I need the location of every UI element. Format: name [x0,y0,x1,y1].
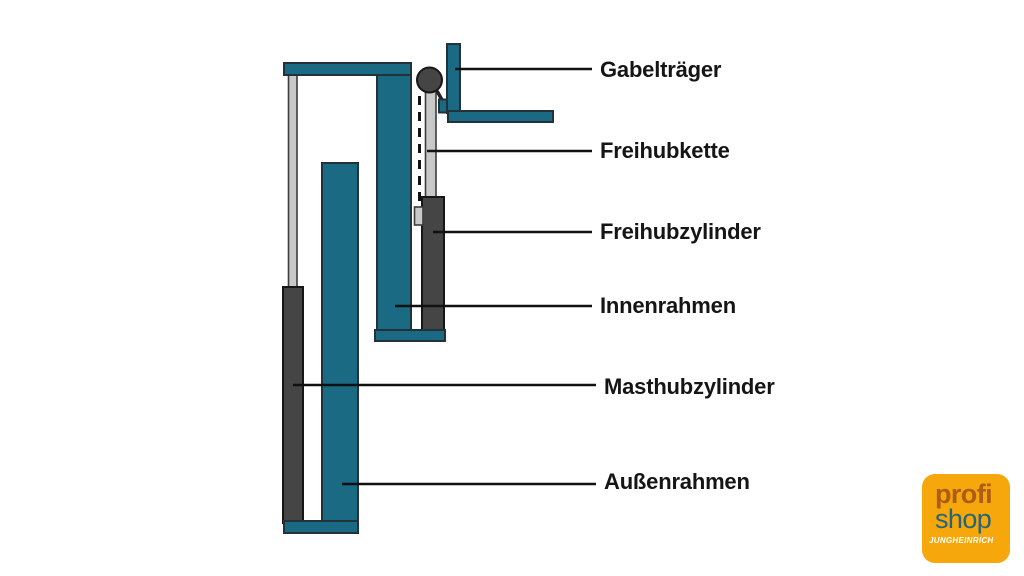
jungheinrich-profishop-logo: profi shop JUNGHEINRICH [922,474,1010,563]
outer-frame-base-shape [283,520,359,534]
mast-lift-cylinder-rod-shape [287,73,298,289]
mast-lift-cylinder-body-shape [282,286,304,524]
inner-frame-base-shape [374,329,446,342]
inner-frame-crossbar-shape [283,62,412,76]
outer-frame-column-shape [321,162,359,524]
jungheinrich-wordmark: JUNGHEINRICH [929,536,994,545]
logo-profi-text: profi [935,479,993,509]
logo-shop-text: shop [935,504,992,534]
inner-frame-column-shape [376,73,412,333]
label-freihubkette: Freihubkette [600,138,730,163]
fork-carriage-plate-shape [446,43,461,114]
label-masthubzylinder: Masthubzylinder [604,374,775,399]
label-freihubzylinder: Freihubzylinder [600,219,761,244]
chain-anchor-shape [413,206,424,226]
free-lift-cylinder-body-shape [421,196,445,333]
chain-pulley-shape [416,66,443,94]
fork-shape [447,110,554,123]
free-lift-cylinder-rod-shape [424,85,437,200]
label-aussenrahmen: Außenrahmen [604,469,750,494]
label-innenrahmen: Innenrahmen [600,293,736,318]
label-gabeltraeger: Gabelträger [600,57,722,82]
